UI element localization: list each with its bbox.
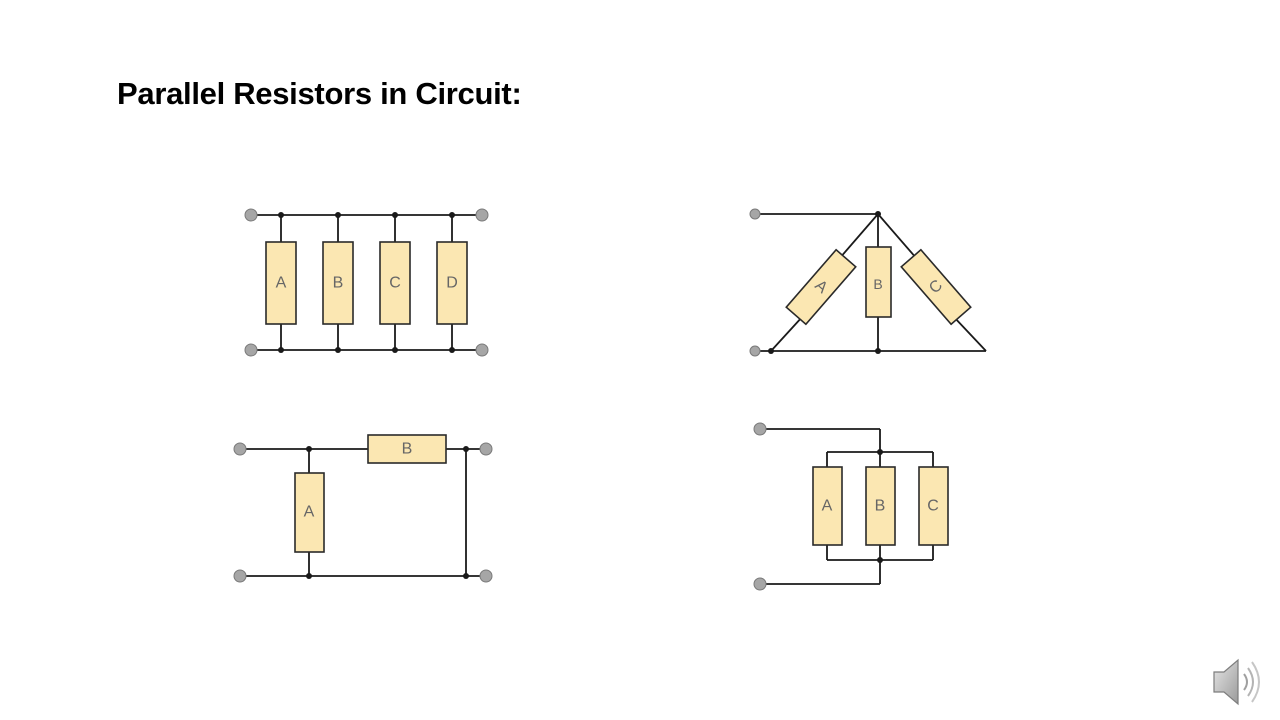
resistor-label: A (276, 275, 287, 292)
resistor-b: B (367, 434, 447, 464)
terminal (475, 343, 489, 357)
speaker-icon (1213, 658, 1260, 706)
resistor-label: D (446, 275, 458, 292)
junction-node (335, 212, 341, 218)
resistor-label: B (873, 276, 882, 292)
resistor-a: A (812, 466, 843, 546)
junction-node (463, 573, 469, 579)
junction-node (877, 449, 883, 455)
junction-node (306, 446, 312, 452)
terminal (753, 577, 767, 591)
resistor-label: C (927, 498, 939, 515)
resistor-d: D (436, 241, 468, 325)
terminal (244, 208, 258, 222)
junction-node (449, 347, 455, 353)
resistor-label: A (304, 504, 315, 521)
junction-node (877, 557, 883, 563)
junction-node (278, 212, 284, 218)
resistor-label: A (822, 498, 833, 515)
junction-node (768, 348, 774, 354)
resistor-a: A (785, 248, 857, 326)
resistor-a: A (265, 241, 297, 325)
terminal (479, 569, 493, 583)
circuit-three-parallel: A B C (753, 422, 949, 591)
terminal (233, 569, 247, 583)
resistor-c: C (918, 466, 949, 546)
speaker-icon[interactable] (1208, 652, 1268, 712)
resistor-b: B (865, 466, 896, 546)
resistor-label: B (875, 498, 886, 515)
resistor-b: B (865, 246, 892, 318)
junction-node (875, 211, 881, 217)
slide-title: Parallel Resistors in Circuit: (117, 76, 522, 111)
resistor-c: C (900, 248, 972, 326)
terminal (233, 442, 247, 456)
resistor-c: C (379, 241, 411, 325)
terminal (244, 343, 258, 357)
terminal (475, 208, 489, 222)
junction-node (463, 446, 469, 452)
junction-node (278, 347, 284, 353)
circuit-triangle: A B C (749, 208, 987, 357)
junction-node (306, 573, 312, 579)
junction-node (335, 347, 341, 353)
resistor-a: A (294, 472, 325, 553)
terminal (753, 422, 767, 436)
circuit-a-and-b: A B (233, 434, 493, 583)
terminal (749, 208, 761, 220)
terminal (749, 345, 761, 357)
resistor-label: C (389, 275, 401, 292)
junction-node (875, 348, 881, 354)
junction-node (449, 212, 455, 218)
resistor-label: B (402, 441, 413, 458)
resistor-b: B (322, 241, 354, 325)
junction-node (392, 347, 398, 353)
resistor-label: B (333, 275, 344, 292)
junction-node (392, 212, 398, 218)
circuit-four-parallel: A B C D (244, 208, 489, 357)
terminal (479, 442, 493, 456)
